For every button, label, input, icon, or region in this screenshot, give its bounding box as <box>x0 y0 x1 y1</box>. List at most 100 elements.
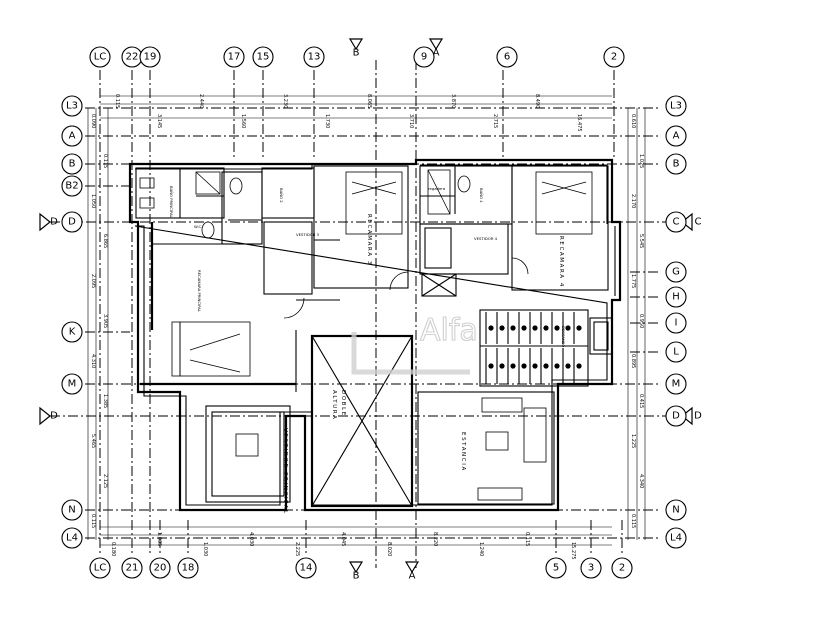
right-dim-3: 5.545 <box>638 234 644 248</box>
top-axis-bubble-3: 17 <box>223 46 245 68</box>
right-axis-bubble-6: I <box>665 312 687 334</box>
room-label-descanso: DESCANSO <box>561 326 566 347</box>
bottom-axis-bubble-8-label: 3 <box>588 563 594 574</box>
top-axis-bubble-2-label: 19 <box>144 52 157 63</box>
top-dim-1: 3.145 <box>156 114 162 128</box>
stair-step-dot <box>499 363 505 369</box>
top-axis-bubble-7-label: A <box>433 48 440 59</box>
right-axis-bubble-2-label: B <box>673 159 680 170</box>
right-axis-bubble-10: N <box>665 499 687 521</box>
left-axis-bubble-8-label: L4 <box>66 533 78 544</box>
bottom-dim-0: 0.180 <box>110 542 116 556</box>
stair-step-dot <box>510 325 516 331</box>
top-axis-bubble-7: A <box>428 38 444 59</box>
left-axis-bubble-6-label: M <box>68 379 77 390</box>
right-axis-bubble-11-label: L4 <box>670 533 682 544</box>
left-axis-bubble-0-label: L3 <box>66 101 78 112</box>
section-marks: D D C D <box>39 212 702 426</box>
bottom-dim-3: 4.030 <box>248 532 254 546</box>
bottom-axis-bubble-3-label: 18 <box>182 563 195 574</box>
stairs <box>479 309 589 387</box>
top-axis-bubble-0: LC <box>89 46 111 68</box>
bottom-dim-7: 8.220 <box>432 532 438 546</box>
left-dim-1: 0.115 <box>102 154 108 168</box>
right-axis-bubble-3-label: C <box>673 217 680 228</box>
right-axis-bubble-1: A <box>665 125 687 147</box>
bottom-dim-5: 4.045 <box>340 532 346 546</box>
top-axis-bubble-4-label: 15 <box>257 52 270 63</box>
left-axis-bubble-7: N <box>61 499 83 521</box>
left-dim-8: 5.465 <box>90 434 96 448</box>
room-label-altura: ALTURA <box>331 390 337 420</box>
bottom-axis-bubble-2-label: 20 <box>154 563 167 574</box>
bottom-axis-bubble-0: LC <box>89 557 111 579</box>
furniture <box>139 169 593 501</box>
top-dim-3: 1.560 <box>240 114 246 128</box>
left-axis-bubble-5-label: K <box>69 327 76 338</box>
watermark-logo <box>351 332 470 375</box>
right-axis-bubble-4-label: G <box>672 267 680 278</box>
right-axis-bubble-5-label: H <box>672 292 680 303</box>
left-axis-bubble-7-label: N <box>68 505 75 516</box>
right-axis-bubble-11: L4 <box>665 527 687 549</box>
stair-step-dot <box>554 325 560 331</box>
room-label-recamara-principal: RECAMARA PRINCIPAL <box>197 270 202 313</box>
left-dim-10: 0.115 <box>90 514 96 528</box>
right-dim-5: 0.950 <box>638 314 644 328</box>
room-label-bano-4: BAÑO 4 <box>479 188 484 203</box>
right-dim-1: 1.025 <box>638 154 644 168</box>
right-axis-bubble-9-label: D <box>672 411 680 422</box>
bottom-axis-bubble-9: 2 <box>611 557 633 579</box>
left-dim-5: 3.905 <box>102 314 108 328</box>
bottom-axis-bubble-4-label: 14 <box>300 563 313 574</box>
left-dim-7: 1.385 <box>102 394 108 408</box>
bottom-axis-bubble-7-label: 5 <box>553 563 559 574</box>
top-axis-bubble-9: 6 <box>496 46 518 68</box>
left-axis-bubble-8: L4 <box>61 527 83 549</box>
top-dim-10: 8.490 <box>534 94 540 108</box>
top-axis-bubble-5: 13 <box>303 46 325 68</box>
room-label-estancia: ESTANCIA <box>460 432 466 472</box>
room-label-doble: DOBLE <box>340 390 346 417</box>
left-axis-bubble-3: B2 <box>61 175 83 197</box>
bottom-dim-1: 1.035 <box>156 532 162 546</box>
vertical-grid-lines <box>99 60 623 568</box>
bottom-axis-bubble-6-label: A <box>409 571 416 582</box>
left-axis-bubble-0: L3 <box>61 95 83 117</box>
room-label-vestidor-4: VESTIDOR 4 <box>474 236 498 241</box>
bottom-dim-8: 1.240 <box>478 542 484 556</box>
toilet-principal <box>229 177 243 195</box>
left-axis-bubble-3-label: B2 <box>65 181 78 192</box>
right-dim-8: 1.225 <box>630 434 636 448</box>
stair-step-dot <box>532 325 538 331</box>
toilet-bano-4 <box>457 175 471 193</box>
top-axis-bubble-1-label: 22 <box>126 52 139 63</box>
right-axis-bubble-0: L3 <box>665 95 687 117</box>
right-dim-2: 2.170 <box>630 194 636 208</box>
stair-step-dot <box>543 325 549 331</box>
room-label-wc: W.C. <box>194 224 202 229</box>
bottom-dim-9: 0.115 <box>524 532 530 546</box>
stair-step-dot <box>521 325 527 331</box>
stair-step-dot <box>499 325 505 331</box>
top-axis-bubble-5-label: 13 <box>308 52 321 63</box>
dimension-lines <box>87 95 646 546</box>
stair-step-dot <box>565 325 571 331</box>
watermark-text: Alfa <box>420 313 478 348</box>
bottom-axis-bubble-8: 3 <box>580 557 602 579</box>
left-axis-bubble-1: A <box>61 125 83 147</box>
stair-step-dot <box>532 363 538 369</box>
left-axis-bubble-4-label: D <box>68 217 76 228</box>
room-label-bano-2: BAÑO 2 <box>279 188 284 203</box>
stair-step-dot <box>488 363 494 369</box>
bottom-axis-bubble-1-label: 21 <box>126 563 139 574</box>
top-axis-bubble-8: 9 <box>413 46 435 68</box>
room-label-recamara-4: RECAMARA 4 <box>558 236 564 288</box>
bottom-axis-bubble-6: A <box>404 561 420 582</box>
right-axis-bubble-2: B <box>665 153 687 175</box>
left-axis-bubble-6: M <box>61 373 83 395</box>
stair-step-dot <box>488 325 494 331</box>
right-axis-bubble-7-label: L <box>673 347 679 358</box>
